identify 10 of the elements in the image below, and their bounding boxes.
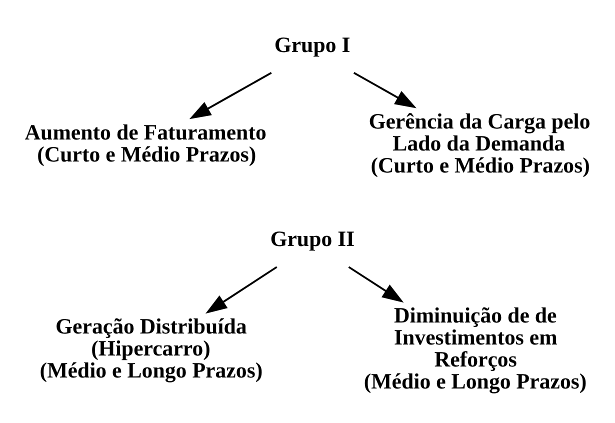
arrow <box>353 72 417 108</box>
node-text: Gerência da Carga pelo Lado da Demanda (Curto e Médio Prazos) <box>368 109 590 178</box>
arrow <box>189 72 272 120</box>
node-text: Diminuição de de Investimentos em Reforços (Médio e Longo Prazos) <box>364 304 587 394</box>
arrow <box>205 266 278 314</box>
arrow <box>348 266 404 303</box>
node-text: Aumento de Faturamento (Curto e Médio Prazos) <box>24 120 266 166</box>
node-text: Grupo II <box>270 227 355 252</box>
node-text: Grupo I <box>274 32 350 57</box>
node-text: Geração Distribuída (Hipercarro) (Médio e Longo Prazos) <box>40 314 263 382</box>
